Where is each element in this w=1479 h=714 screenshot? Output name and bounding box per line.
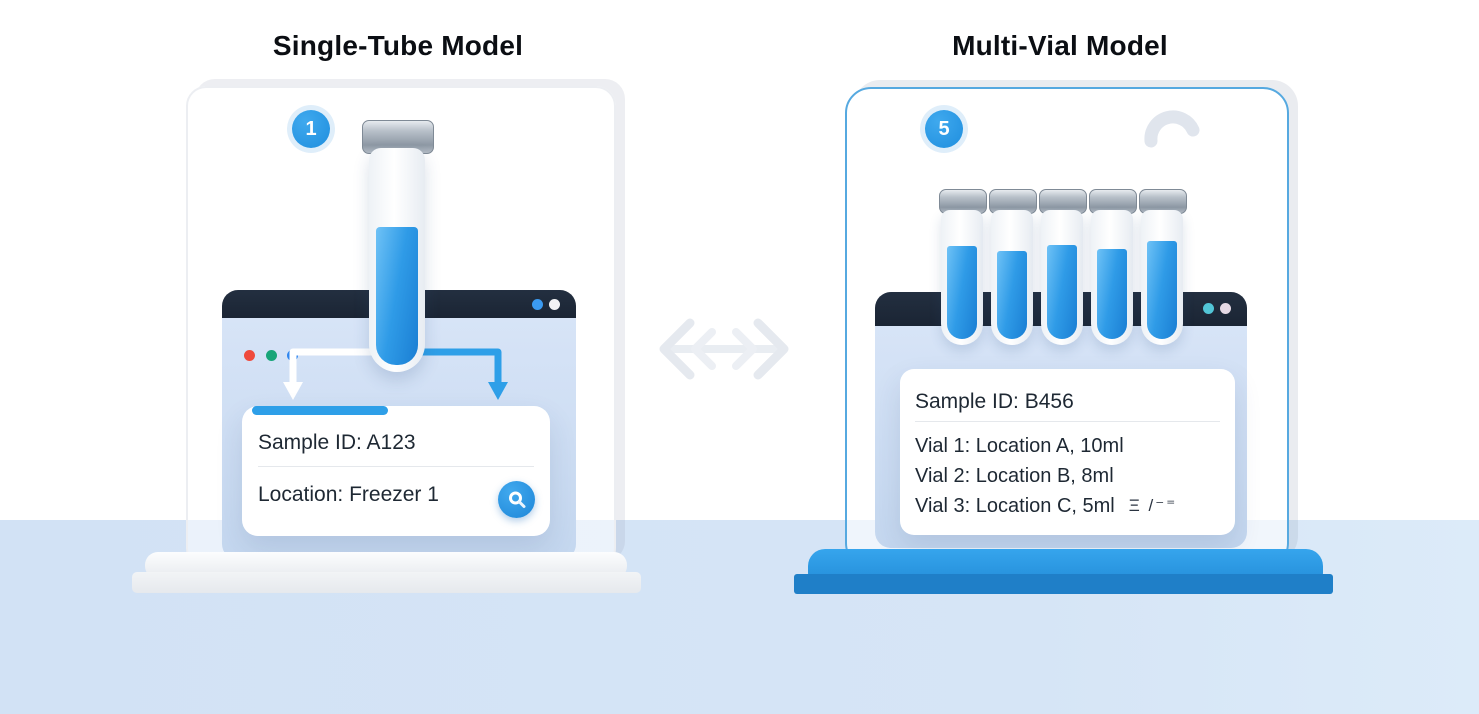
traffic-light-green-icon xyxy=(266,350,277,361)
test-tube-body xyxy=(369,148,425,372)
count-badge-multi: 5 xyxy=(925,110,963,148)
progress-bar xyxy=(252,406,388,415)
vial-cap xyxy=(1139,189,1187,214)
vial-liquid xyxy=(997,251,1027,339)
branch-arrows-icon xyxy=(283,348,508,400)
vial-body xyxy=(1141,210,1183,345)
test-tube-liquid xyxy=(376,227,418,365)
vial-body xyxy=(1041,210,1083,345)
window-dot-pink-icon xyxy=(1220,303,1231,314)
spinner-arc-icon xyxy=(1144,110,1200,148)
window-dot-teal-icon xyxy=(1203,303,1214,314)
stand-base-right xyxy=(794,574,1333,594)
vial-2-detail: Vial 2: Location B, 8ml xyxy=(915,465,1114,487)
swap-double-arrow-icon xyxy=(659,318,789,380)
laptop-base-left xyxy=(132,572,641,593)
sample-id-text-left: Sample ID: A123 xyxy=(258,431,416,454)
artifact-glyphs: Ξ /⁻⁼ xyxy=(1128,496,1178,515)
count-badge-single: 1 xyxy=(292,110,330,148)
sample-card-right: Sample ID: B456 Vial 1: Location A, 10ml… xyxy=(900,369,1235,535)
vial-liquid xyxy=(1097,249,1127,339)
vial-body xyxy=(991,210,1033,345)
card-divider-left xyxy=(258,466,534,467)
single-tube-model-title: Single-Tube Model xyxy=(272,30,524,61)
window-dot-blue-icon xyxy=(532,299,543,310)
test-tube-illustration xyxy=(362,120,434,372)
search-button[interactable] xyxy=(498,481,535,518)
vial-liquid xyxy=(947,246,977,339)
vial-body xyxy=(1091,210,1133,345)
window-dot-white-icon xyxy=(549,299,560,310)
vial-body xyxy=(941,210,983,345)
vial-1-detail: Vial 1: Location A, 10ml xyxy=(915,435,1124,457)
sample-card-left: Sample ID: A123 Location: Freezer 1 xyxy=(242,406,550,536)
search-icon xyxy=(508,491,525,508)
card-divider-right xyxy=(915,421,1220,422)
vial-liquid xyxy=(1147,241,1177,339)
vial-rack-illustration xyxy=(939,189,1187,345)
location-text: Location: Freezer 1 xyxy=(258,483,439,506)
vial-3-detail: Vial 3: Location C, 5ml xyxy=(915,495,1115,517)
traffic-light-red-icon xyxy=(244,350,255,361)
multi-vial-model-title: Multi-Vial Model xyxy=(952,30,1168,61)
vial-liquid xyxy=(1047,245,1077,339)
sample-id-text-right: Sample ID: B456 xyxy=(915,390,1074,413)
